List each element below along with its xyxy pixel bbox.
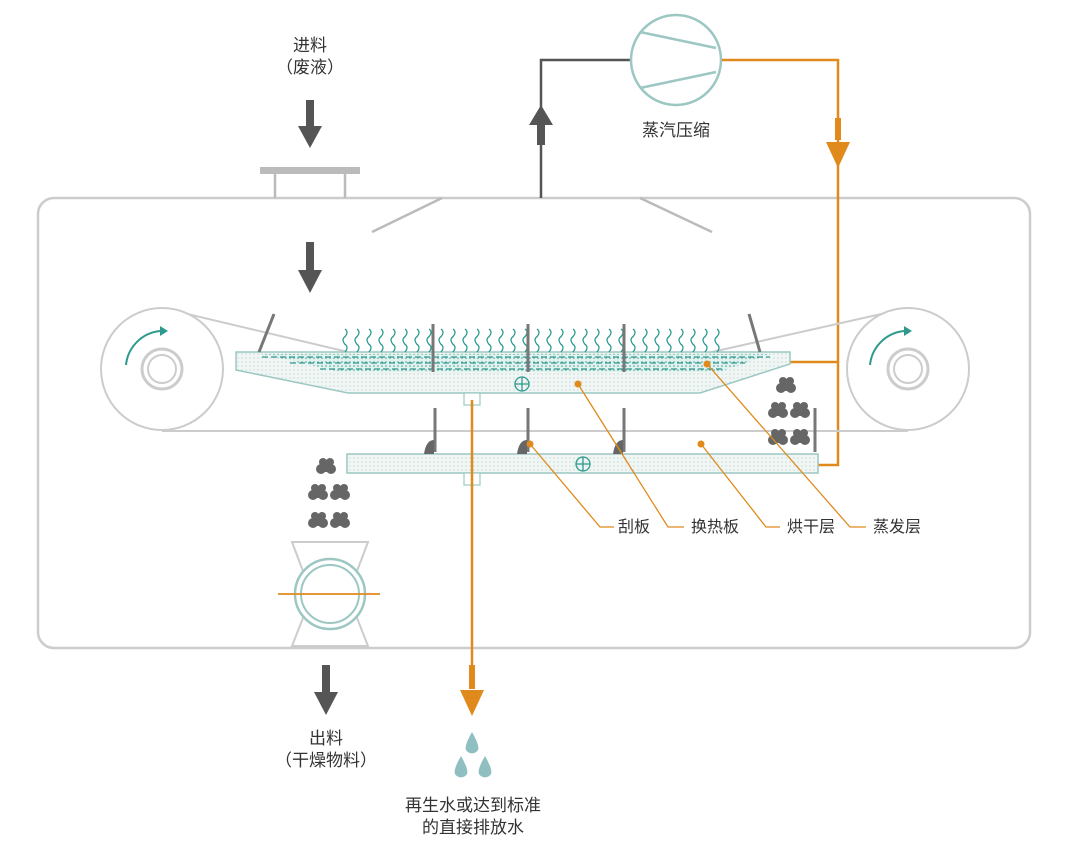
vapor-wisp	[546, 328, 552, 353]
left-roller-icon	[100, 307, 224, 431]
vapor-wisp	[714, 328, 720, 353]
vapor-wisp	[486, 328, 492, 353]
material-particle	[330, 512, 350, 528]
water-label-line1: 再生水或达到标准	[405, 796, 541, 816]
falling-particles-right	[768, 377, 810, 445]
vapor-wisp	[474, 328, 480, 353]
vapor-wisp	[654, 328, 660, 353]
vapor-wisp	[642, 328, 648, 353]
output-label-line1: 出料	[309, 729, 343, 749]
leader-dots	[526, 360, 711, 448]
feed-arrow-inner	[298, 242, 322, 293]
vapor-wisp	[534, 328, 540, 353]
vapor-wisp	[366, 328, 372, 353]
rotary-valve-icon	[278, 541, 380, 647]
feed-arrow-outer	[298, 100, 322, 148]
housing	[36, 196, 1032, 650]
vapor-wisp	[702, 328, 708, 353]
vapor-wisps	[342, 328, 720, 353]
feed-label-line1: 进料	[293, 36, 327, 56]
compressor-icon	[629, 13, 723, 107]
drying-layer-label: 烘干层	[786, 517, 835, 536]
water-droplet-icon	[454, 732, 492, 778]
vapor-wisp	[678, 328, 684, 353]
compressor-label: 蒸汽压缩	[642, 121, 710, 141]
compressed-steam-line	[722, 58, 850, 467]
vapor-wisp	[522, 328, 528, 353]
upper-heat-plate	[235, 351, 791, 394]
vapor-wisp	[618, 328, 624, 353]
scraper-label: 刮板	[617, 517, 650, 536]
vapor-wisp	[414, 328, 420, 353]
vapor-wisp	[354, 328, 360, 353]
vapor-wisp	[426, 328, 432, 353]
lower-heat-plate	[346, 453, 819, 474]
water-label: 再生水或达到标准 的直接排放水	[392, 795, 554, 839]
material-particle	[776, 377, 796, 393]
output-arrow	[314, 665, 338, 715]
leader-lines	[529, 363, 866, 528]
vapor-pipe	[529, 58, 632, 198]
upper-scrapers	[257, 313, 762, 372]
vapor-wisp	[342, 328, 348, 353]
vapor-wisp	[450, 328, 456, 353]
feed-label-line2: （废液）	[276, 58, 344, 78]
material-particle	[308, 512, 328, 528]
vapor-wisp	[630, 328, 636, 353]
condensate-drain	[460, 392, 484, 716]
vapor-wisp	[582, 328, 588, 353]
feed-label: 进料 （废液）	[262, 35, 358, 79]
vapor-hood	[371, 196, 713, 234]
material-particle	[768, 402, 788, 418]
water-label-line2: 的直接排放水	[422, 818, 524, 838]
vapor-wisp	[606, 328, 612, 353]
right-roller-icon	[846, 307, 970, 431]
vapor-wisp	[666, 328, 672, 353]
output-label-line2: （干燥物料）	[275, 751, 377, 771]
material-particle	[308, 484, 328, 500]
vapor-wisp	[690, 328, 696, 353]
feed-hopper	[260, 167, 360, 198]
vapor-wisp	[402, 328, 408, 353]
vapor-wisp	[390, 328, 396, 353]
material-particle	[330, 484, 350, 500]
material-particle	[790, 429, 810, 445]
vapor-wisp	[570, 328, 576, 353]
vapor-wisp	[510, 328, 516, 353]
vapor-wisp	[558, 328, 564, 353]
output-label: 出料 （干燥物料）	[256, 728, 396, 772]
vapor-wisp	[378, 328, 384, 353]
material-particle	[316, 458, 336, 474]
vapor-wisp	[594, 328, 600, 353]
vapor-wisp	[438, 328, 444, 353]
vapor-wisp	[498, 328, 504, 353]
heat-plate-label: 换热板	[690, 517, 739, 536]
evap-layer-label: 蒸发层	[872, 517, 921, 536]
vapor-wisp	[462, 328, 468, 353]
falling-particles-left	[308, 458, 350, 528]
material-particle	[790, 402, 810, 418]
